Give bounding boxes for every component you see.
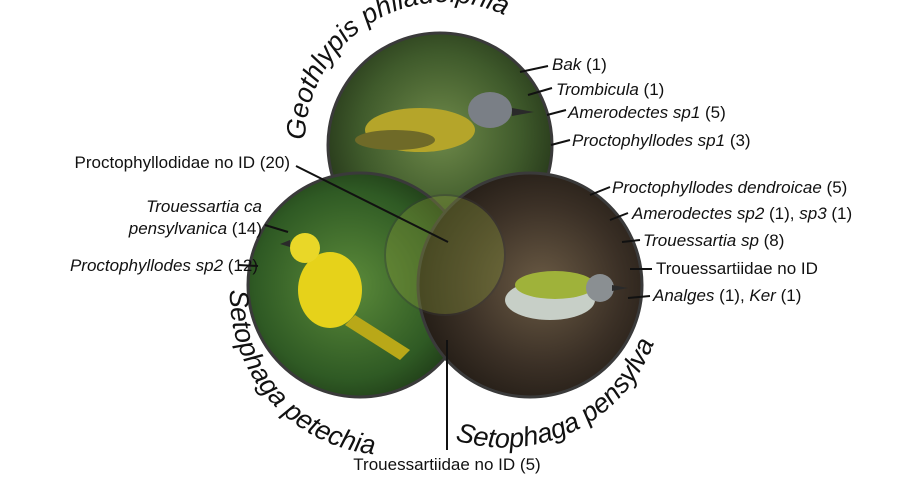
top-label: Bak (1) — [552, 55, 607, 74]
top-label: Amerodectes sp1 (5) — [567, 103, 726, 122]
overlap-region — [385, 195, 505, 315]
right-label: Proctophyllodes dendroicae (5) — [612, 178, 847, 197]
left-label: Proctophyllodes sp2 (12) — [70, 256, 258, 275]
overlap-label-top-left: Proctophyllodidae no ID (20) — [75, 153, 290, 172]
overlap-label-bottom: Trouessartiidae no ID (5) — [353, 455, 540, 474]
right-label: Amerodectes sp2 (1), sp3 (1) — [631, 204, 852, 223]
left-label: pensylvanica (14) — [128, 219, 262, 238]
top-label: Trombicula (1) — [556, 80, 664, 99]
top-label: Proctophyllodes sp1 (3) — [572, 131, 751, 150]
right-label: Trouessartiidae no ID — [656, 259, 818, 278]
left-label: Trouessartia ca — [146, 197, 262, 216]
right-label: Analges (1), Ker (1) — [652, 286, 801, 305]
right-label: Trouessartia sp (8) — [643, 231, 784, 250]
